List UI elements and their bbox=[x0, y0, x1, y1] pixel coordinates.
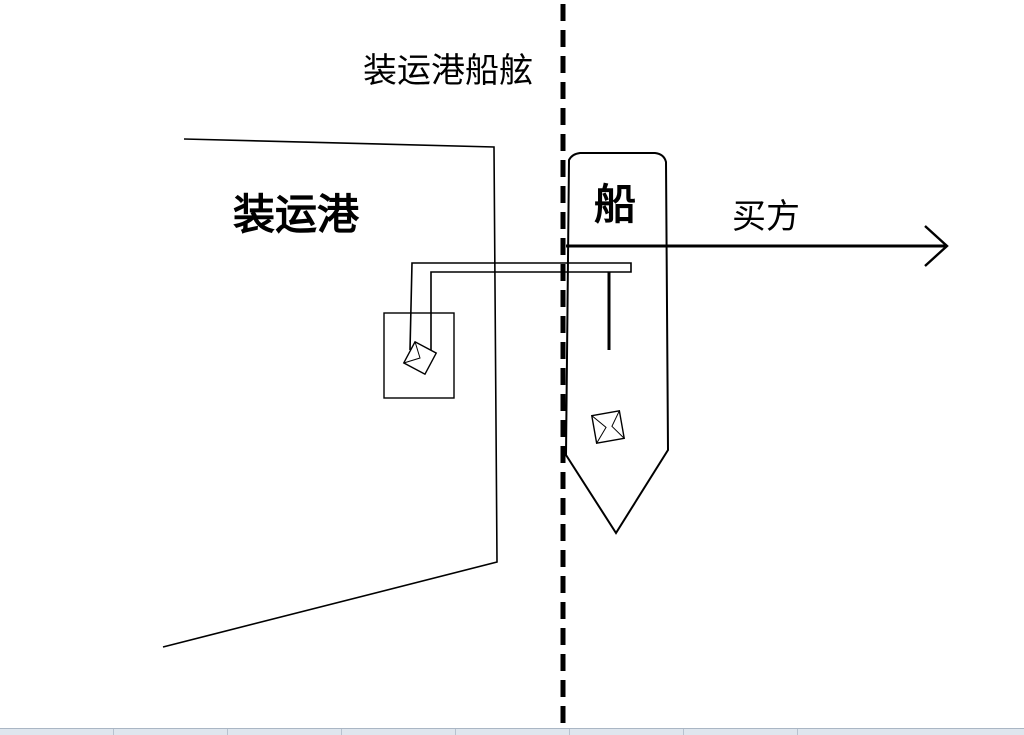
taskbar-slot[interactable] bbox=[342, 729, 456, 735]
ship-hull bbox=[564, 152, 670, 535]
port-label: 装运港 bbox=[233, 190, 360, 239]
ship-label: 船 bbox=[594, 180, 636, 229]
crane-base-box bbox=[383, 312, 455, 399]
cargo-crate-port bbox=[402, 340, 438, 376]
taskbar-slot[interactable] bbox=[684, 729, 798, 735]
buyer-arrow-head bbox=[924, 225, 949, 267]
taskbar-slot[interactable] bbox=[0, 729, 114, 735]
ship-rail-title-label: 装运港船舷 bbox=[363, 51, 533, 91]
port-outline bbox=[162, 138, 498, 648]
buyer-label: 买方 bbox=[732, 197, 800, 237]
taskbar-slot[interactable] bbox=[114, 729, 228, 735]
taskbar-slot[interactable] bbox=[570, 729, 684, 735]
cargo-crate-ship bbox=[590, 409, 626, 445]
taskbar-slot[interactable] bbox=[228, 729, 342, 735]
taskbar-slot[interactable] bbox=[456, 729, 570, 735]
crane-arm-outer bbox=[409, 262, 632, 351]
taskbar-strip bbox=[0, 728, 1024, 735]
